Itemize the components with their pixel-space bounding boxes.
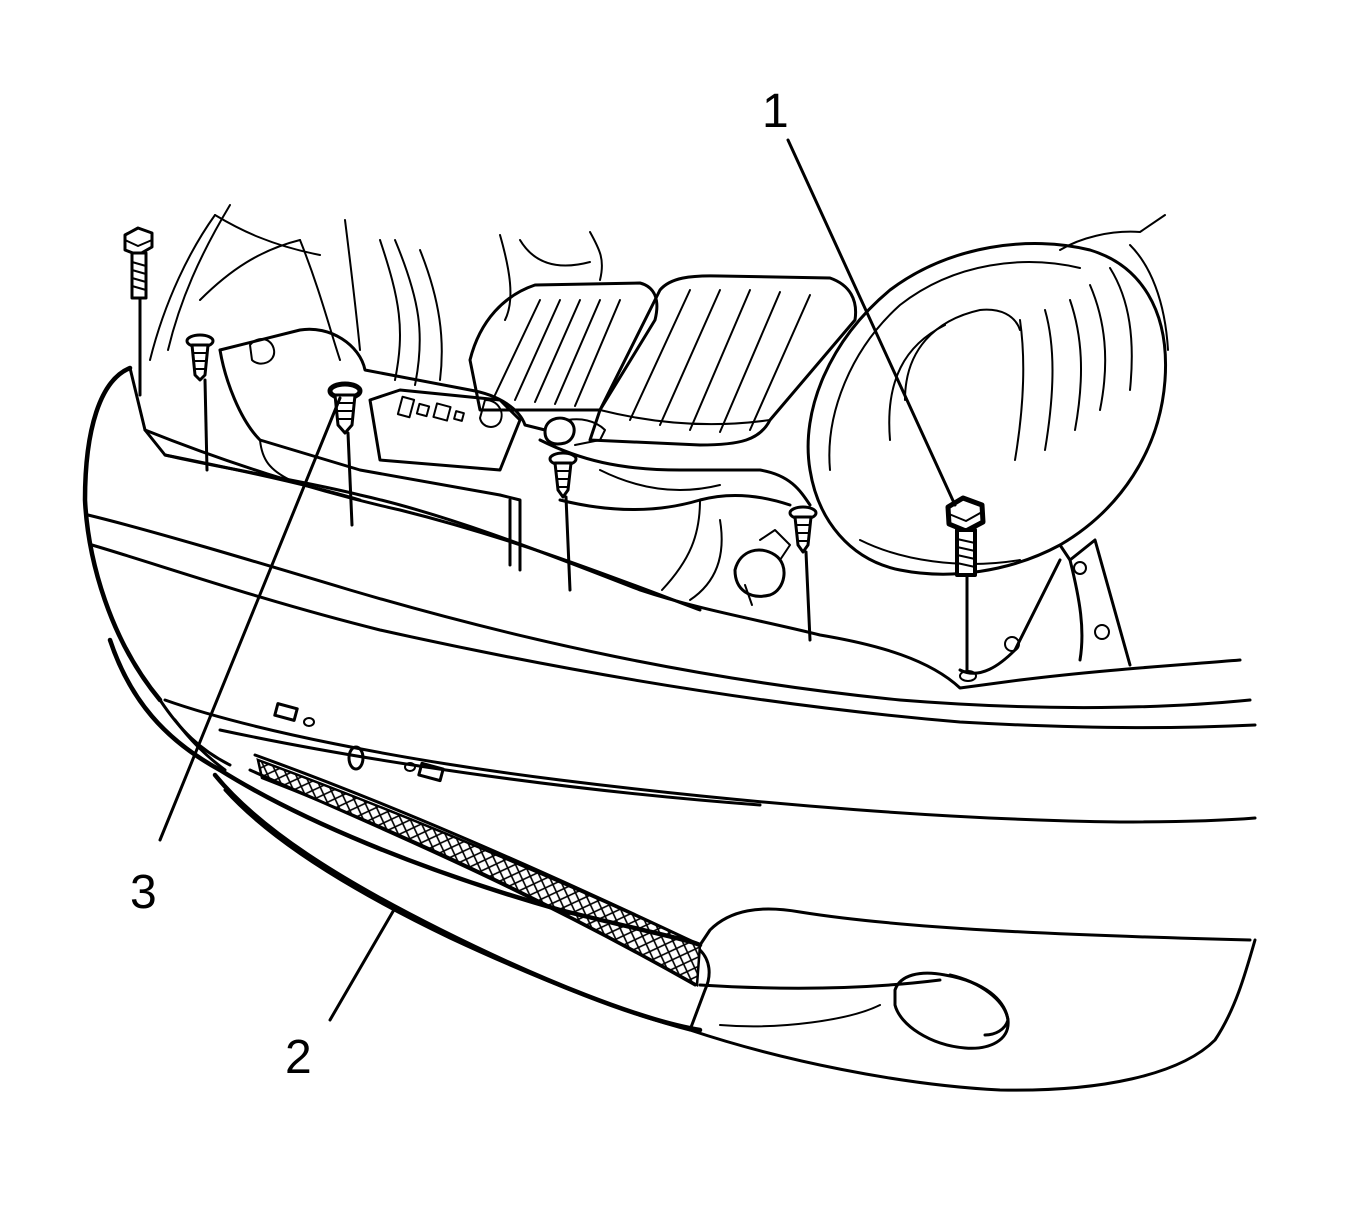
push-clip-4: [788, 505, 818, 642]
callout-leaders: [158, 138, 957, 1022]
push-clip-1: [185, 333, 215, 472]
bolt-left: [123, 226, 154, 397]
fasteners: [123, 226, 986, 682]
leader-line-3: [158, 396, 342, 842]
engine-compartment: [149, 204, 858, 606]
bolt-right: [945, 495, 986, 682]
leader-line-1: [786, 138, 957, 507]
headlamp-assembly: [806, 214, 1169, 675]
push-clip-3: [548, 451, 578, 592]
bumper-fascia: [82, 365, 1257, 1092]
callout-label-3: 3: [130, 866, 157, 919]
callout-label-2: 2: [285, 1031, 312, 1084]
callout-labels: 1 3 2: [130, 85, 789, 1084]
leader-line-2: [328, 906, 397, 1022]
callout-label-1: 1: [762, 85, 789, 138]
push-clip-2: [327, 381, 363, 527]
